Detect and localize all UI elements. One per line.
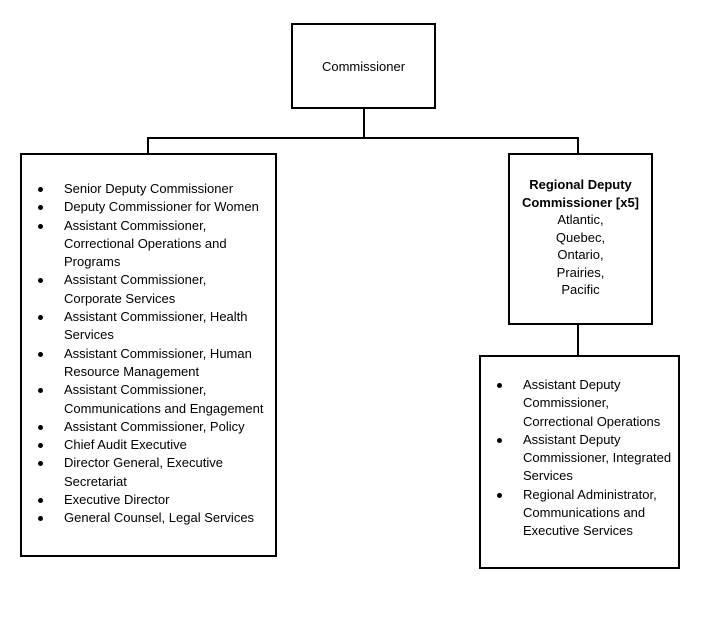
list-item-label: Senior Deputy Commissioner	[64, 181, 234, 196]
list-item: Deputy Commissioner for Women	[22, 198, 275, 216]
commissioner-title: Commissioner	[321, 58, 406, 74]
list-item-label: Director General, Executive Secretariat	[64, 455, 223, 489]
list-item-label: Executive Director	[64, 492, 170, 508]
bullet-icon	[497, 437, 502, 443]
list-item-label: Assistant Commissioner, Health Services	[64, 309, 248, 343]
list-item-label: Assistant Commissioner, Human Resource M…	[64, 345, 252, 379]
list-item: Assistant Commissioner, Communications a…	[22, 381, 275, 418]
executive-box: Senior Deputy Commissioner Deputy Commis…	[20, 153, 277, 557]
list-item: Chief Audit Executive	[22, 436, 275, 454]
bullet-icon	[497, 492, 502, 498]
commissioner-box: Commissioner	[291, 23, 436, 109]
regional-sub-box: Assistant Deputy Commissioner, Correctio…	[479, 355, 680, 569]
list-item-label: Chief Audit Executive	[64, 437, 187, 453]
bullet-icon	[38, 516, 43, 522]
list-item-label: Regional Administrator, Communications a…	[523, 486, 657, 539]
connector-left-drop	[147, 137, 149, 153]
list-item: Executive Director	[22, 491, 275, 509]
region-label: Quebec,	[555, 229, 606, 245]
list-item-label: General Counsel, Legal Services	[64, 510, 255, 526]
region-label: Ontario,	[557, 247, 604, 262]
bullet-icon	[38, 388, 43, 394]
list-item: Director General, Executive Secretariat	[22, 454, 275, 491]
list-item: Assistant Commissioner, Human Resource M…	[22, 345, 275, 382]
bullet-icon	[38, 351, 43, 357]
list-item: Assistant Deputy Commissioner, Correctio…	[481, 376, 678, 431]
list-item: General Counsel, Legal Services	[22, 509, 275, 527]
list-item-label: Assistant Deputy Commissioner, Correctio…	[523, 377, 661, 429]
list-item: Assistant Commissioner, Health Services	[22, 308, 275, 345]
bullet-icon	[38, 443, 43, 449]
list-item: Assistant Commissioner, Policy	[22, 418, 275, 436]
list-item: Regional Administrator, Communications a…	[481, 486, 678, 541]
bullet-icon	[38, 205, 43, 211]
list-item-label: Assistant Commissioner, Communications a…	[64, 382, 264, 416]
list-item-label: Deputy Commissioner for Women	[64, 199, 259, 215]
list-item: Assistant Commissioner, Correctional Ope…	[22, 217, 275, 272]
list-item: Assistant Deputy Commissioner, Integrate…	[481, 431, 678, 486]
bullet-icon	[38, 461, 43, 467]
bullet-icon	[38, 187, 43, 192]
connector-horizontal	[147, 137, 579, 139]
bullet-icon	[38, 498, 43, 504]
regional-deputy-commissioner-box: Regional Deputy Commissioner [x5] Atlant…	[508, 153, 653, 325]
bullet-icon	[38, 223, 43, 229]
connector-root-drop	[363, 109, 365, 137]
regional-box-title: Regional Deputy Commissioner [x5]	[521, 177, 640, 210]
bullet-icon	[38, 278, 43, 284]
bullet-icon	[497, 383, 502, 388]
list-item-label: Assistant Commissioner, Corporate Servic…	[64, 272, 207, 306]
region-label: Pacific	[561, 282, 600, 297]
list-item-label: Assistant Commissioner, Policy	[64, 418, 245, 434]
connector-right-drop	[577, 137, 579, 153]
connector-regional-to-sub	[577, 325, 579, 355]
bullet-icon	[38, 424, 43, 430]
region-label: Prairies,	[556, 264, 605, 280]
regional-sub-list: Assistant Deputy Commissioner, Correctio…	[481, 376, 678, 541]
region-label: Atlantic,	[557, 212, 604, 227]
list-item-label: Assistant Commissioner, Correctional Ope…	[64, 217, 227, 270]
bullet-icon	[38, 315, 43, 321]
list-item: Senior Deputy Commissioner	[22, 180, 275, 198]
executive-list: Senior Deputy Commissioner Deputy Commis…	[22, 180, 275, 528]
list-item-label: Assistant Deputy Commissioner, Integrate…	[523, 431, 672, 484]
list-item: Assistant Commissioner, Corporate Servic…	[22, 271, 275, 308]
